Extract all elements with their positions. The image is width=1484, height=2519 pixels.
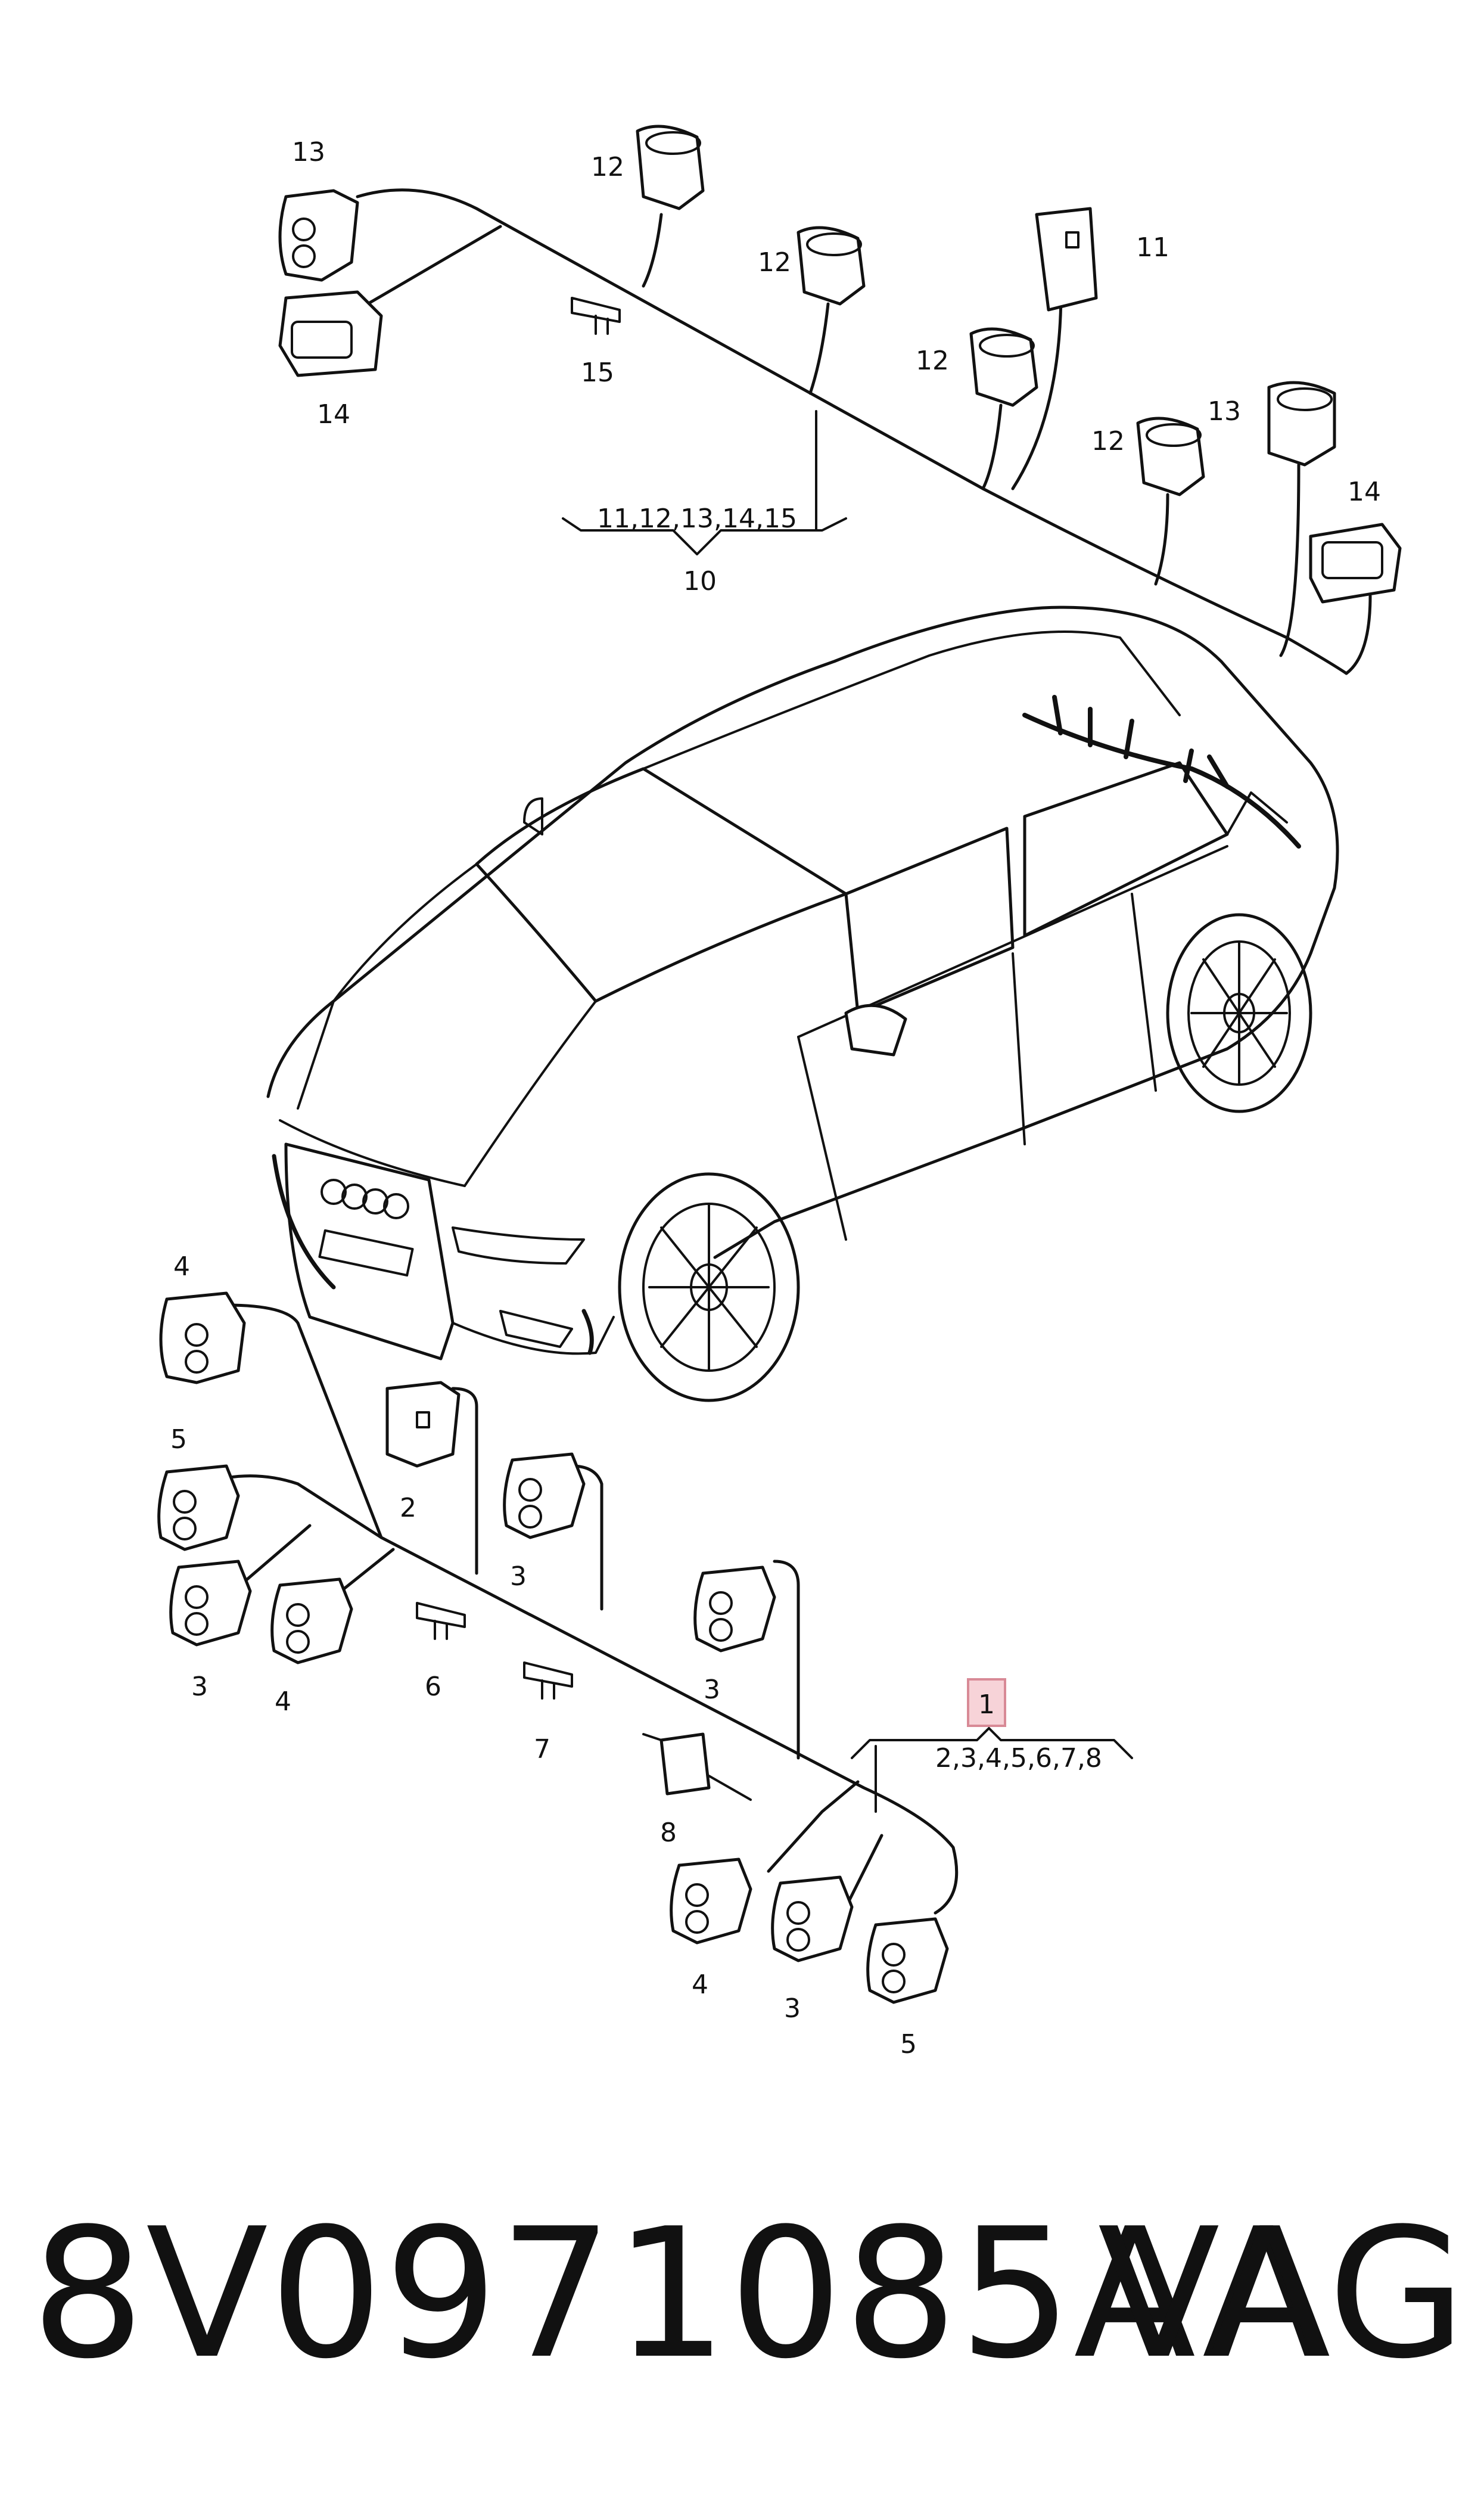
connector-2 (385, 1381, 461, 1468)
callout-3: 3 (510, 1561, 527, 1592)
callout-3: 3 (784, 1993, 801, 2024)
clip-15 (571, 297, 621, 335)
group-label-1: 1 (978, 1689, 995, 1720)
group-members-1: 2,3,4,5,6,7,8 (935, 1743, 1102, 1773)
connector-14-lower (1309, 523, 1402, 604)
callout-12: 12 (1091, 426, 1125, 456)
sensor-8 (642, 1732, 752, 1801)
callout-6: 6 (425, 1672, 441, 1702)
callout-13: 13 (292, 137, 325, 167)
callout-11: 11 (1136, 232, 1169, 263)
group-bracket-10 (562, 517, 847, 555)
callout-12: 12 (591, 152, 624, 182)
car-body (266, 605, 1339, 1402)
part-number: 8V0971085AA (31, 2190, 1326, 2398)
connector-4-lower (670, 1858, 752, 1945)
connector-12-c (969, 327, 1038, 407)
connector-12-b (797, 226, 866, 306)
connector-13-upper (278, 189, 359, 282)
callout-12: 12 (758, 247, 791, 278)
connector-3-left (169, 1560, 252, 1647)
connector-14-upper (278, 290, 383, 377)
callout-2: 2 (400, 1493, 416, 1523)
callout-13: 13 (1208, 396, 1241, 427)
callout-12: 12 (916, 346, 949, 376)
group-members-10: 11,12,13,14,15 (597, 504, 797, 534)
connector-3-right (693, 1566, 776, 1653)
connector-11 (1035, 207, 1098, 312)
callout-3: 3 (191, 1672, 208, 1702)
callout-8: 8 (660, 1818, 677, 1848)
connector-12-d (1136, 417, 1205, 496)
callout-4: 4 (275, 1686, 291, 1717)
callout-5: 5 (170, 1424, 187, 1455)
connector-5-upper (157, 1464, 240, 1551)
callout-4: 4 (173, 1251, 190, 1282)
callout-3: 3 (704, 1675, 720, 1705)
connector-3-lower (771, 1875, 854, 1962)
connector-12-a (636, 125, 705, 210)
clip-7 (523, 1661, 573, 1700)
group-bracket-1 (851, 1678, 1133, 1759)
connector-4-left (270, 1577, 353, 1664)
connector-4-upper (159, 1291, 246, 1384)
callout-4: 4 (692, 1970, 708, 2000)
group-label-10: 10 (683, 566, 717, 597)
rear-wiring-harness (356, 188, 1372, 675)
callout-5: 5 (900, 2029, 917, 2060)
callout-14: 14 (317, 399, 350, 430)
callout-15: 15 (581, 358, 614, 388)
connector-5-lower (866, 1917, 949, 2004)
callout-14: 14 (1348, 477, 1381, 507)
connector-3-middle (503, 1452, 586, 1539)
connector-13-lower (1267, 381, 1336, 467)
callout-7: 7 (534, 1734, 550, 1765)
clip-6 (416, 1602, 466, 1640)
brand-name: VAG (1097, 2190, 1466, 2398)
